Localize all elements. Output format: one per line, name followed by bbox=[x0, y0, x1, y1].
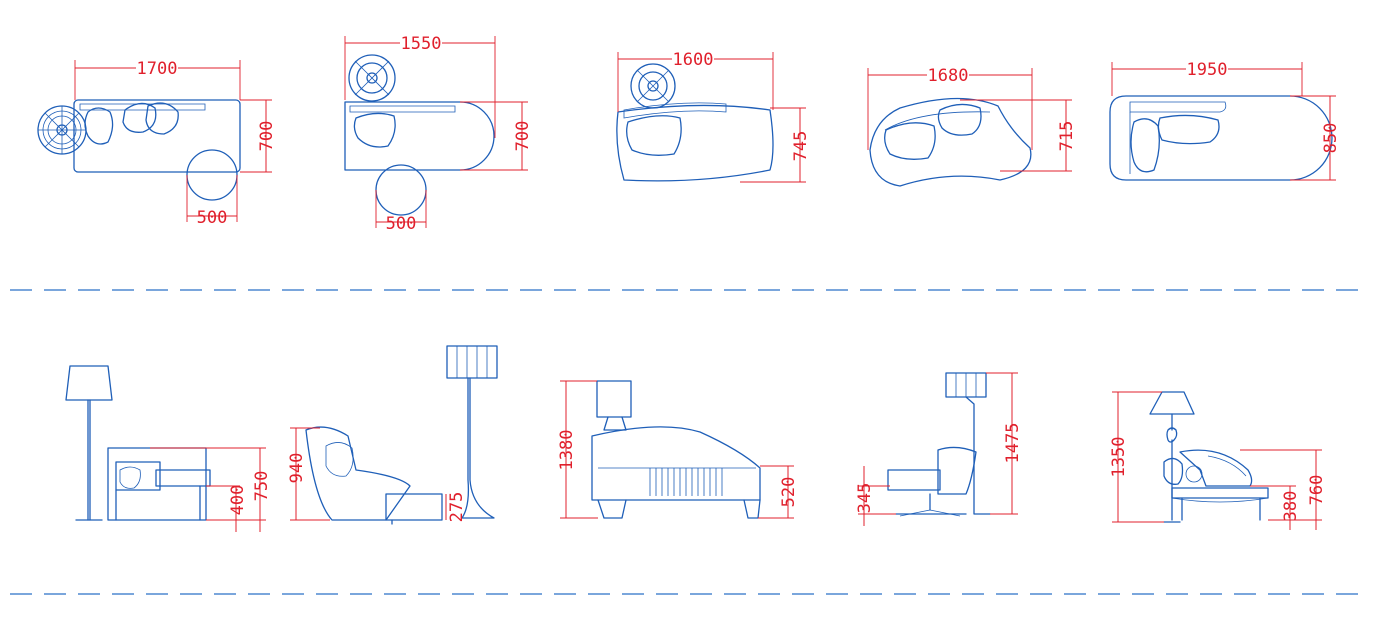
dim-label: 275 bbox=[447, 492, 467, 523]
dim-label: 1600 bbox=[673, 50, 714, 70]
dims: 345 1475 bbox=[855, 372, 1023, 526]
floor-lamp bbox=[945, 372, 991, 515]
dim-table: 500 bbox=[186, 175, 238, 228]
armchair-elevation bbox=[107, 447, 211, 521]
cushion bbox=[884, 122, 936, 160]
floor-lamp bbox=[446, 345, 498, 519]
elevation-4: 345 1475 bbox=[855, 372, 1023, 526]
plan-view-3: 1600 745 bbox=[616, 49, 811, 183]
cushion bbox=[1157, 114, 1220, 145]
dim-label: 750 bbox=[252, 471, 272, 502]
dim-label: 1950 bbox=[1187, 60, 1228, 80]
lamp-plan-icon bbox=[630, 63, 676, 109]
elevation-5: 1350 380 760 bbox=[1109, 391, 1327, 530]
lamp-plan-icon bbox=[348, 54, 396, 102]
dim-width: 1950 bbox=[1111, 59, 1303, 96]
dim-label: 940 bbox=[287, 453, 307, 484]
side-table-circle bbox=[375, 164, 427, 216]
elevation-2: 940 275 bbox=[287, 345, 498, 525]
dim-label: 380 bbox=[1281, 491, 1301, 522]
dim-depth: 700 bbox=[240, 99, 277, 173]
dim-label: 1380 bbox=[557, 430, 577, 471]
dims: 400 750 bbox=[150, 447, 272, 532]
cushion bbox=[353, 112, 396, 148]
table-lamp bbox=[596, 380, 632, 431]
dim-width: 1550 bbox=[344, 33, 496, 138]
dim-label: 700 bbox=[257, 121, 277, 152]
dims: 940 275 bbox=[287, 427, 467, 523]
sofa-plan-body bbox=[616, 104, 774, 182]
dim-label: 760 bbox=[1307, 475, 1327, 506]
dim-table: 500 bbox=[375, 190, 427, 234]
cushion bbox=[1130, 118, 1160, 173]
dim-width: 1600 bbox=[617, 49, 774, 112]
dim-label: 715 bbox=[1057, 121, 1077, 152]
plan-view-4: 1680 715 bbox=[867, 65, 1077, 187]
lamp-plan-icon bbox=[37, 105, 87, 155]
dim-width: 1680 bbox=[867, 65, 1033, 150]
plan-view-2: 1550 700 500 bbox=[344, 33, 533, 234]
table-lamp bbox=[1149, 391, 1195, 523]
plan-view-5: 1950 850 bbox=[1109, 59, 1341, 181]
side-table-circle bbox=[186, 149, 238, 201]
chaise-elevation bbox=[1163, 449, 1269, 521]
dim-label: 1700 bbox=[137, 59, 178, 79]
dim-depth: 715 bbox=[960, 99, 1077, 172]
dim-label: 850 bbox=[1321, 123, 1341, 154]
cushion bbox=[937, 103, 982, 136]
sofa-plan-body bbox=[869, 97, 1032, 187]
plan-view-1: 1700 700 500 bbox=[37, 58, 277, 228]
dim-label: 500 bbox=[197, 208, 228, 228]
sofa-plan-body bbox=[344, 101, 495, 171]
dim-label: 500 bbox=[386, 214, 417, 234]
floor-lamp bbox=[65, 365, 113, 521]
elevation-1: 400 750 bbox=[65, 365, 272, 532]
swivel-chair-elevation bbox=[887, 446, 977, 517]
lounge-chair-elevation bbox=[305, 426, 443, 525]
dims: 1380 520 bbox=[557, 380, 799, 519]
dim-label: 400 bbox=[228, 485, 248, 516]
cushion bbox=[626, 115, 682, 156]
dim-label: 1350 bbox=[1109, 437, 1129, 478]
dim-depth: 850 bbox=[1290, 95, 1341, 181]
dim-label: 1680 bbox=[928, 66, 969, 86]
dim-depth: 745 bbox=[740, 107, 811, 183]
sofa-plan-body bbox=[1109, 95, 1333, 181]
dim-label: 1550 bbox=[401, 34, 442, 54]
dim-label: 1475 bbox=[1003, 423, 1023, 464]
elevation-3: 1380 520 bbox=[557, 380, 799, 519]
dim-label: 520 bbox=[779, 477, 799, 508]
dim-width: 1700 bbox=[74, 58, 241, 100]
sofa-elevation bbox=[591, 426, 761, 519]
sofa-plan-body bbox=[73, 99, 241, 173]
dim-label: 345 bbox=[855, 483, 875, 514]
dim-label: 700 bbox=[513, 121, 533, 152]
dim-label: 745 bbox=[791, 131, 811, 162]
dim-depth: 700 bbox=[460, 101, 533, 171]
dims: 1350 380 760 bbox=[1109, 391, 1327, 530]
